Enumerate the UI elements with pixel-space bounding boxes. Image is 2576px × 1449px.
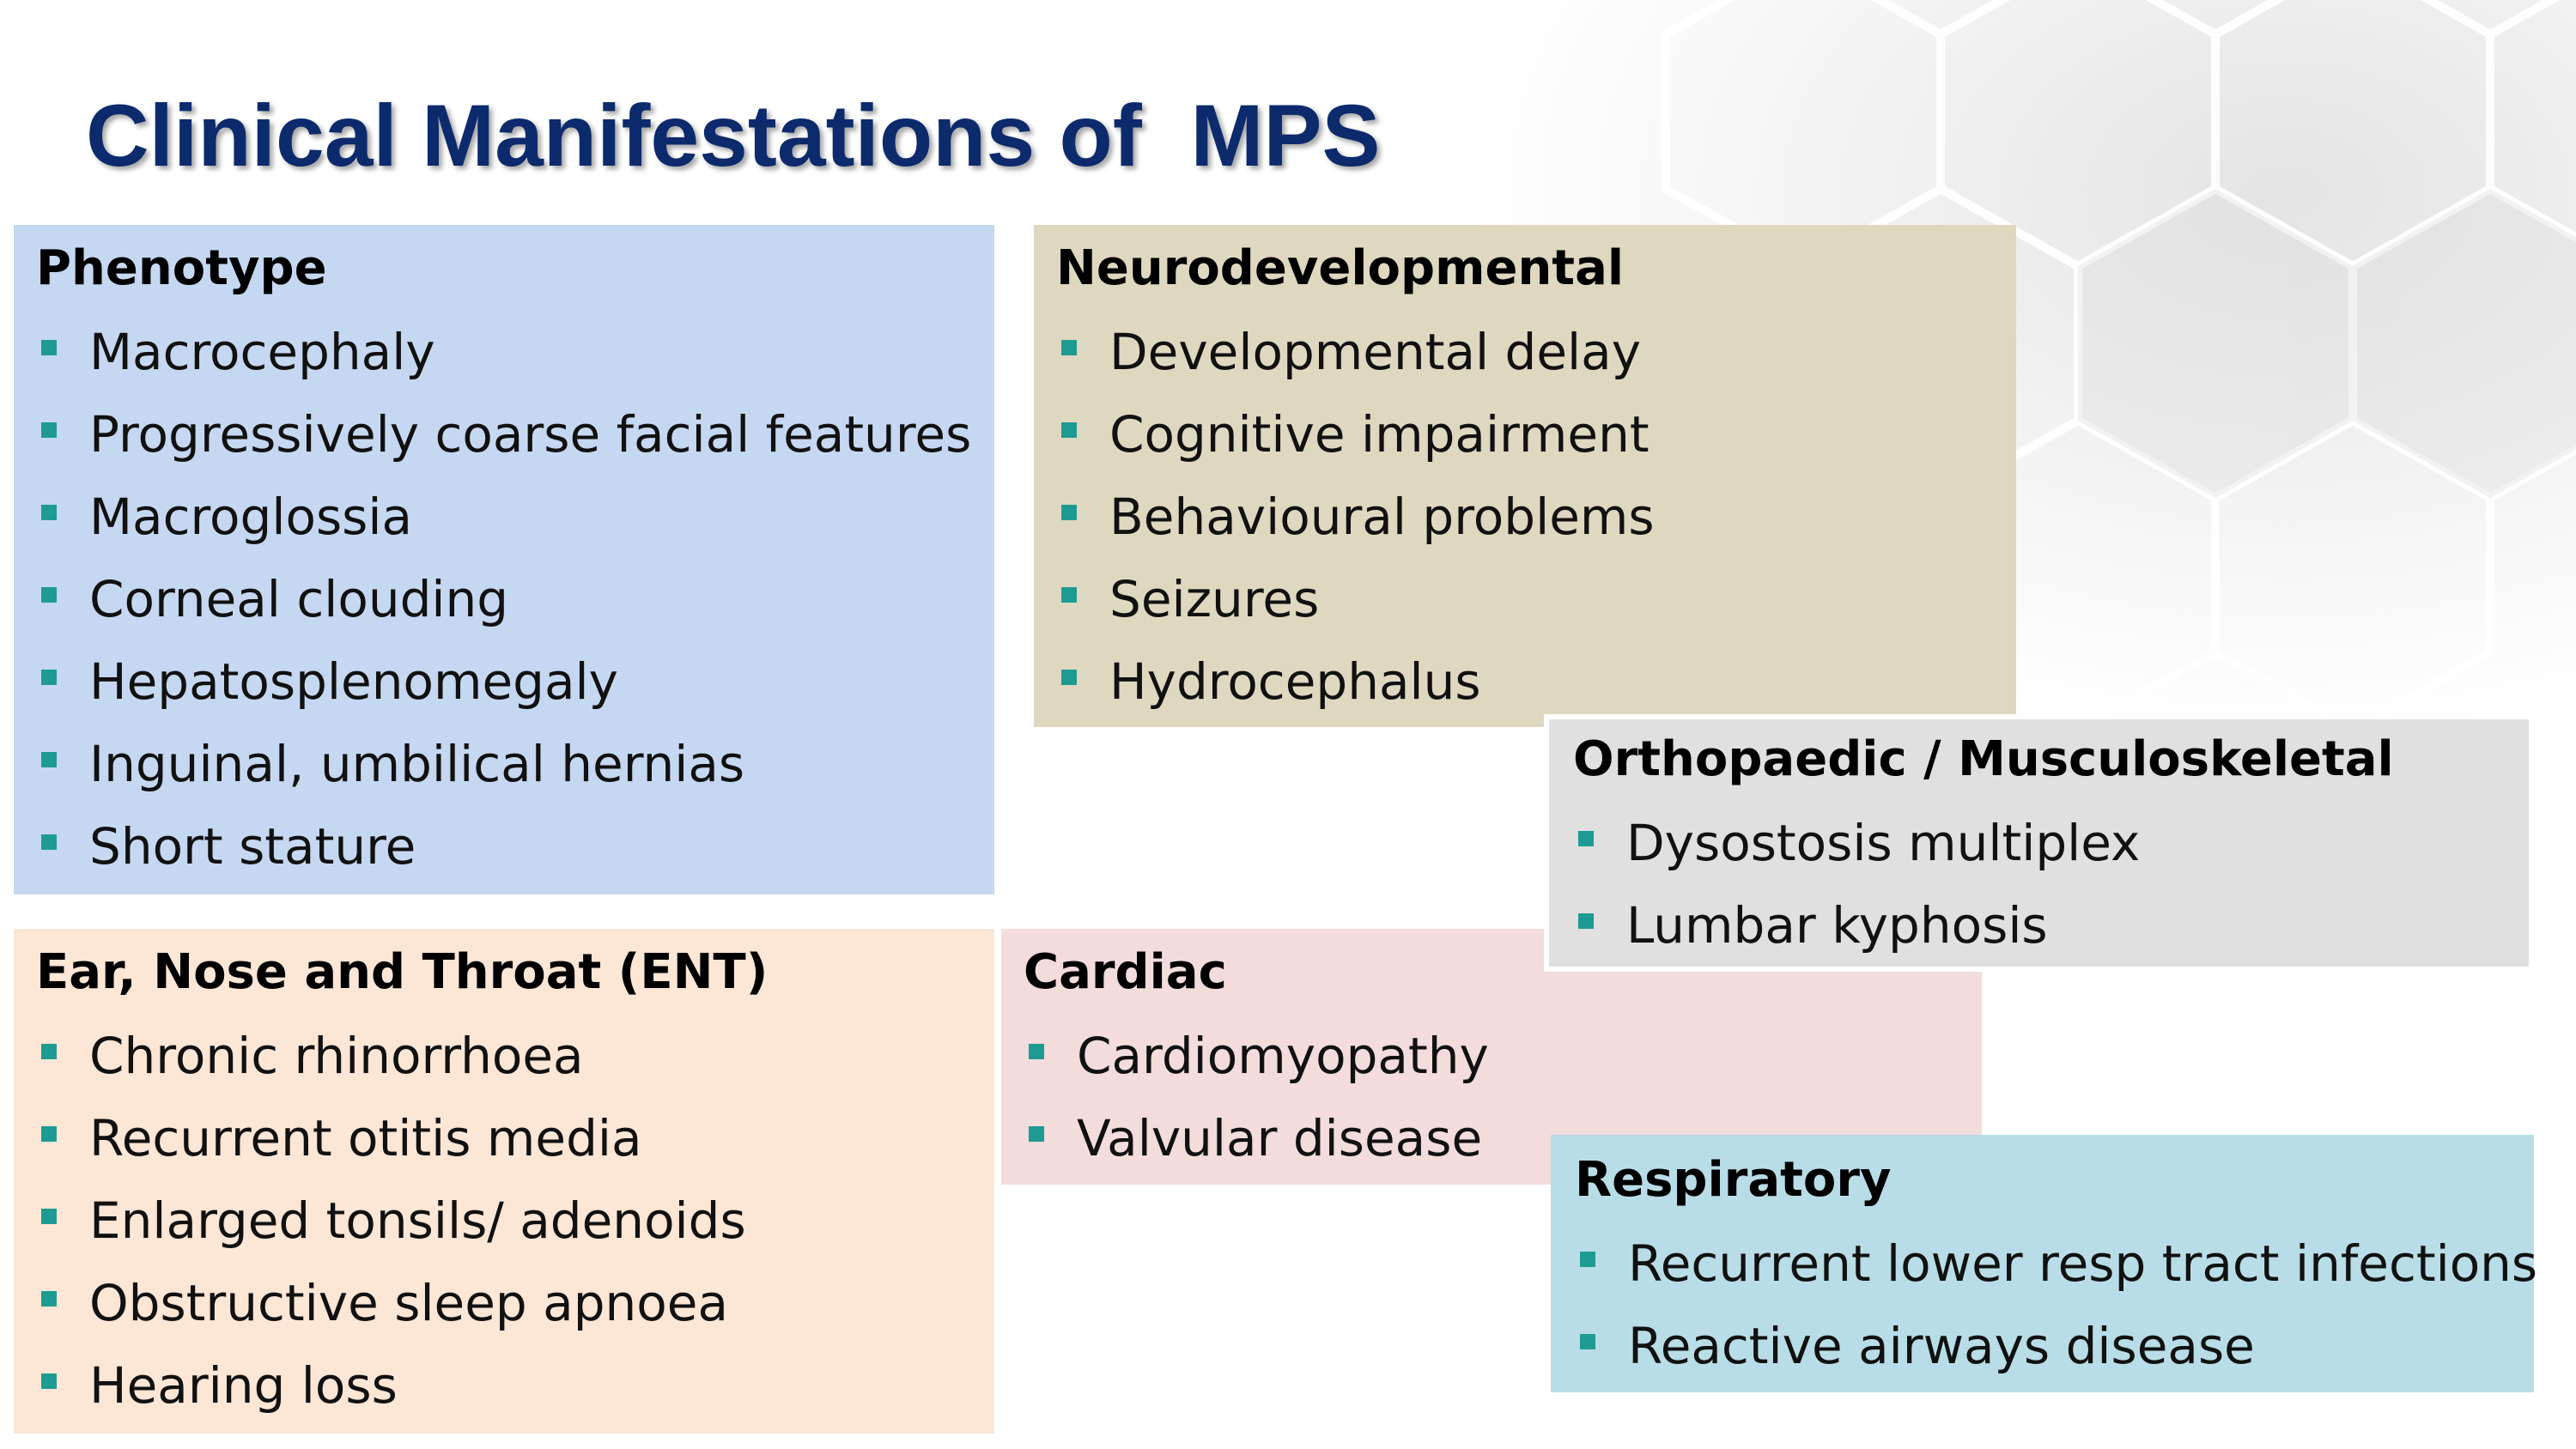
ent-heading: Ear, Nose and Throat (ENT) [36,944,769,1000]
square-bullet-icon [1580,1252,1595,1267]
square-bullet-icon [41,834,57,850]
square-bullet-icon [1029,1044,1044,1059]
square-bullet-icon [1061,340,1077,355]
square-bullet-icon [1061,670,1077,685]
square-bullet-icon [1578,913,1594,929]
square-bullet-icon [41,752,57,767]
square-bullet-icon [41,505,57,520]
square-bullet-icon [41,1044,57,1059]
ent-box: Ear, Nose and Throat (ENT) Chronic rhino… [14,929,994,1434]
respiratory-box: Respiratory Recurrent lower resp tract i… [1551,1135,2537,1392]
square-bullet-icon [41,340,57,355]
square-bullet-icon [1061,422,1077,438]
phenotype-box: Phenotype Macrocephaly Progressively coa… [14,225,994,894]
square-bullet-icon [41,1126,57,1142]
respiratory-heading: Respiratory [1575,1152,1892,1208]
orthopaedic-heading: Orthopaedic / Musculoskeletal [1573,731,2394,787]
neurodevelopmental-box: Neurodevelopmental Developmental delay C… [1034,225,2016,727]
square-bullet-icon [41,1373,57,1389]
orthopaedic-box: Orthopaedic / Musculoskeletal Dysostosis… [1544,714,2534,972]
square-bullet-icon [41,587,57,603]
square-bullet-icon [1029,1126,1044,1142]
slide-title: Clinical Manifestations of MPS [86,87,1381,185]
square-bullet-icon [1061,505,1077,520]
cardiac-heading: Cardiac [1024,944,1227,1000]
square-bullet-icon [41,670,57,685]
neurodevelopmental-heading: Neurodevelopmental [1056,240,1625,296]
square-bullet-icon [1580,1334,1595,1349]
square-bullet-icon [1578,831,1594,846]
square-bullet-icon [41,1291,57,1307]
square-bullet-icon [41,422,57,438]
phenotype-heading: Phenotype [36,240,327,296]
square-bullet-icon [41,1209,57,1224]
square-bullet-icon [1061,587,1077,603]
